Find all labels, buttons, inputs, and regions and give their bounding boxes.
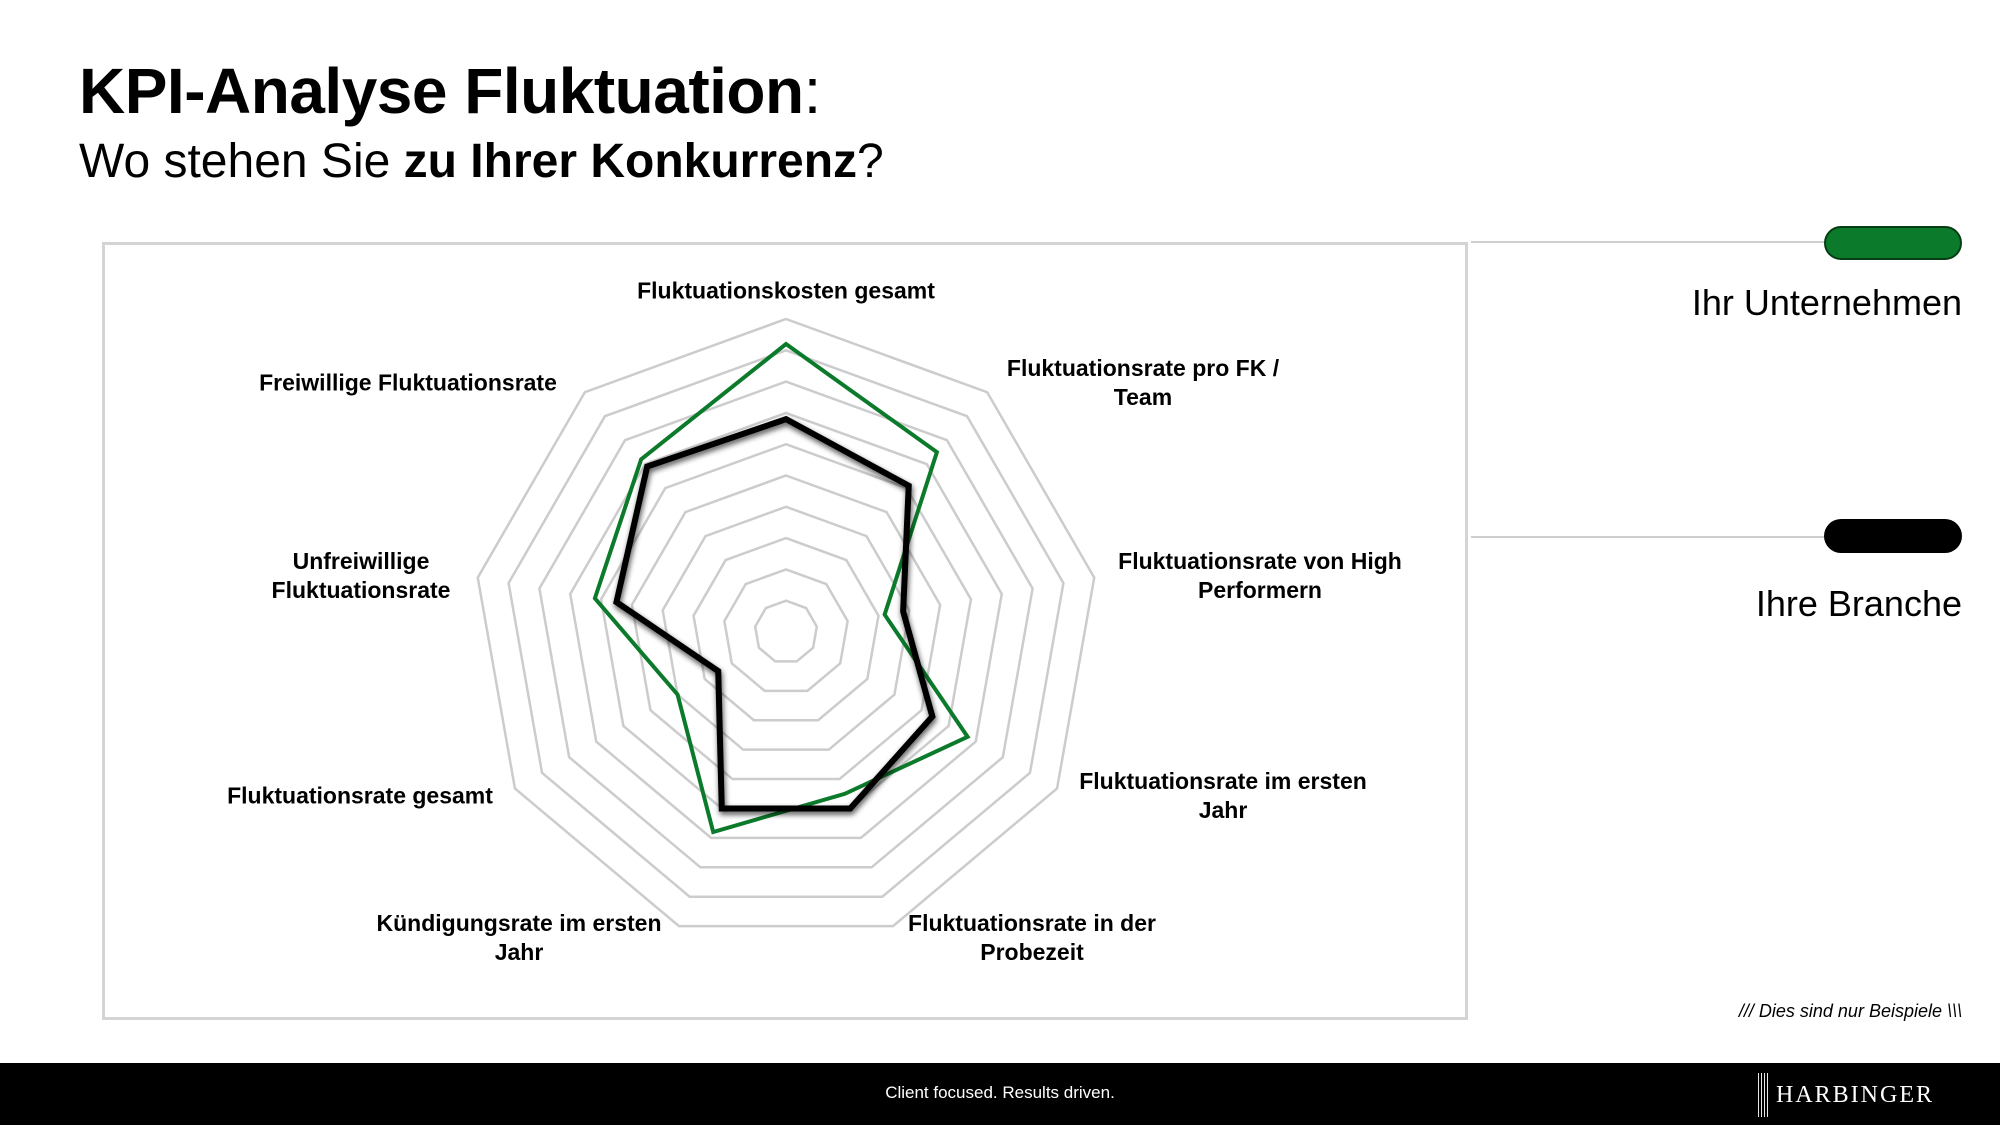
grid-ring	[476, 317, 1096, 928]
axis-label-line: Probezeit	[980, 939, 1084, 965]
axis-label-line: Fluktuationskosten gesamt	[637, 277, 935, 304]
axis-label-line: Fluktuationsrate im ersten	[1079, 768, 1367, 794]
axis-label: Freiwillige Fluktuationsrate	[259, 369, 557, 398]
example-note: /// Dies sind nur Beispiele \\\	[1738, 1001, 1962, 1021]
page-title: KPI-Analyse Fluktuation:	[79, 54, 821, 128]
footer-slogan: Client focused. Results driven.	[885, 1083, 1115, 1102]
title-text: KPI-Analyse Fluktuation	[79, 55, 804, 127]
chart-frame	[102, 242, 1468, 1020]
legend-swatch-company	[1824, 226, 1962, 260]
axis-label-line: Jahr	[494, 939, 544, 965]
legend-swatch-industry	[1824, 519, 1962, 553]
grid-ring	[507, 348, 1065, 898]
legend-connector-line	[1471, 241, 1831, 243]
harbinger-logo: HARBINGER	[1758, 1073, 1934, 1117]
axis-label-line: Fluktuationsrate gesamt	[227, 782, 493, 809]
axis-label-line: Fluktuationsrate pro FK /	[1006, 355, 1280, 381]
legend-label-company: Ihr Unternehmen	[1691, 282, 1962, 323]
subtitle-post: ?	[857, 135, 884, 188]
logo-wordmark: HARBINGER	[1776, 1081, 1935, 1108]
axis-label-line: Unfreiwillige	[292, 548, 430, 574]
grid-ring	[630, 474, 942, 781]
axis-label-line: Team	[1113, 384, 1173, 410]
series-line-company	[592, 341, 971, 835]
axis-label-line: Performern	[1198, 577, 1322, 603]
grid-ring	[661, 505, 911, 751]
axis-label-line: Kündigungsrate im ersten	[376, 910, 662, 936]
axis-label: Fluktuationsrate gesamt	[227, 782, 493, 811]
grid-ring	[538, 380, 1034, 869]
logo-mark-icon	[1758, 1073, 1770, 1117]
subtitle-pre: Wo stehen Sie	[79, 135, 404, 188]
grid-ring	[692, 536, 880, 722]
grid-ring	[723, 568, 849, 693]
axis-label-line: Fluktuationsrate in der	[908, 910, 1156, 936]
legend-connector-line	[1471, 536, 1831, 538]
axis-label-line: Fluktuationsrate	[271, 577, 451, 603]
title-colon: :	[803, 55, 822, 127]
legend-label-industry: Ihre Branche	[1755, 583, 1962, 624]
footer-bar: Client focused. Results driven. HARBINGE…	[0, 1063, 2000, 1125]
axis-label-line: Fluktuationsrate von High	[1118, 548, 1402, 574]
grid-ring	[568, 411, 1004, 840]
axis-label-line: Freiwillige Fluktuationsrate	[259, 369, 557, 396]
series-line-industry	[613, 415, 936, 812]
axis-label: Fluktuationsrate pro FK / Team	[1007, 354, 1279, 412]
axis-label-line: Jahr	[1198, 797, 1248, 823]
page-subtitle: Wo stehen Sie zu Ihrer Konkurrenz?	[79, 134, 884, 189]
axis-label: Fluktuationskosten gesamt	[637, 277, 935, 306]
subtitle-bold: zu Ihrer Konkurrenz	[403, 135, 858, 188]
grid-ring	[753, 599, 819, 663]
